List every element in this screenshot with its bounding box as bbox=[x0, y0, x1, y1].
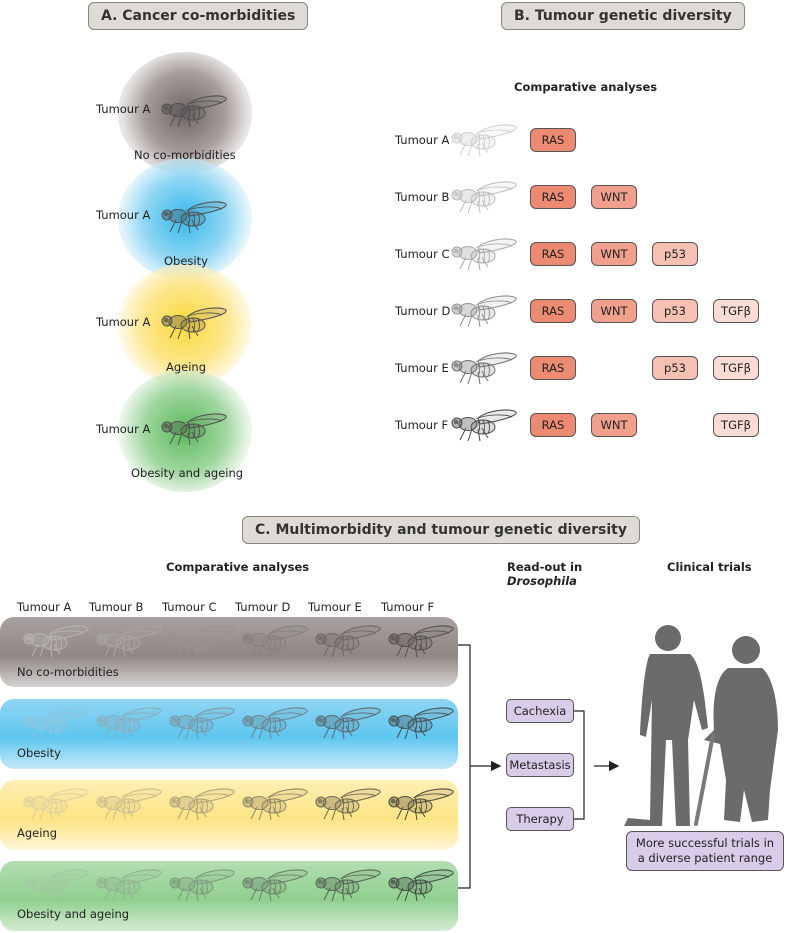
gene-tgfb-f: TGFβ bbox=[713, 413, 759, 437]
panel-b-tumour-e: Tumour E bbox=[395, 361, 449, 375]
band-label-no-comorbidities: No co-morbidities bbox=[17, 665, 119, 679]
panel-a-condition-label-4: Obesity and ageing bbox=[131, 466, 244, 480]
panel-a-tumour-label-2: Tumour A bbox=[96, 208, 151, 222]
header-tumour-e: Tumour E bbox=[308, 600, 362, 614]
readout-metastasis: Metastasis bbox=[506, 753, 574, 777]
gene-p53-d: p53 bbox=[652, 299, 698, 323]
readout-therapy: Therapy bbox=[506, 807, 574, 831]
readout-title-line1: Read-out in bbox=[507, 560, 583, 574]
fly-icon-b5 bbox=[451, 352, 517, 385]
panel-b-title: B. Tumour genetic diversity bbox=[501, 2, 745, 30]
panel-a-title: A. Cancer co-morbidities bbox=[88, 2, 309, 30]
panel-b-tumour-c: Tumour C bbox=[395, 247, 450, 261]
header-tumour-b: Tumour B bbox=[89, 600, 144, 614]
fly-icon-b2 bbox=[451, 181, 517, 214]
fly-icon-b6 bbox=[451, 409, 517, 442]
gene-ras-b: RAS bbox=[530, 185, 576, 209]
clinical-trials-box: More successful trials in a diverse pati… bbox=[626, 831, 784, 871]
fly-icon-b3 bbox=[451, 238, 517, 271]
gene-ras-e: RAS bbox=[530, 356, 576, 380]
fly-icon-a3 bbox=[161, 307, 227, 340]
panel-c-title: C. Multimorbidity and tumour genetic div… bbox=[242, 516, 640, 544]
fly-grid-row-4 bbox=[23, 869, 454, 902]
header-tumour-c: Tumour C bbox=[162, 600, 217, 614]
panel-b-tumour-a: Tumour A bbox=[395, 133, 450, 147]
panel-a-tumour-label-4: Tumour A bbox=[96, 422, 151, 436]
woman-patient-icon bbox=[694, 636, 778, 826]
header-tumour-a: Tumour A bbox=[17, 600, 72, 614]
gene-p53-e: p53 bbox=[652, 356, 698, 380]
panel-b-tumour-f: Tumour F bbox=[395, 418, 449, 432]
fly-icon-a1 bbox=[161, 95, 227, 128]
bands-bracket bbox=[458, 644, 471, 889]
readout-title-line2: Drosophila bbox=[507, 574, 577, 588]
gene-ras-c: RAS bbox=[530, 242, 576, 266]
fly-icon-a4 bbox=[161, 413, 227, 446]
panel-b-tumour-b: Tumour B bbox=[395, 190, 450, 204]
gene-tgfb-d: TGFβ bbox=[713, 299, 759, 323]
gene-p53-c: p53 bbox=[652, 242, 698, 266]
gene-ras-d: RAS bbox=[530, 299, 576, 323]
gene-wnt-c: WNT bbox=[591, 242, 637, 266]
readout-bracket bbox=[574, 710, 585, 820]
fly-grid-row-3 bbox=[23, 788, 454, 821]
panel-a-condition-label-1: No co-morbidities bbox=[134, 148, 236, 162]
fly-grid-row-2 bbox=[23, 707, 454, 740]
fly-grid-row-1 bbox=[23, 625, 454, 658]
man-patient-icon bbox=[624, 625, 708, 826]
gene-ras-a: RAS bbox=[530, 128, 576, 152]
header-tumour-d: Tumour D bbox=[235, 600, 291, 614]
fly-icon-a2 bbox=[161, 201, 227, 234]
panel-c-comparative-label: Comparative analyses bbox=[166, 560, 310, 574]
gene-ras-f: RAS bbox=[530, 413, 576, 437]
panel-a-condition-label-2: Obesity bbox=[164, 254, 208, 268]
gene-wnt-b: WNT bbox=[591, 185, 637, 209]
panel-a-condition-label-3: Ageing bbox=[166, 360, 207, 374]
band-label-ageing: Ageing bbox=[17, 826, 58, 840]
readout-cachexia: Cachexia bbox=[506, 699, 574, 723]
gene-wnt-d: WNT bbox=[591, 299, 637, 323]
header-tumour-f: Tumour F bbox=[381, 600, 435, 614]
band-label-obesity-ageing: Obesity and ageing bbox=[17, 907, 130, 921]
band-label-obesity: Obesity bbox=[17, 746, 61, 760]
fly-icon-b4 bbox=[451, 295, 517, 328]
clinical-trials-title: Clinical trials bbox=[667, 560, 752, 574]
gene-wnt-f: WNT bbox=[591, 413, 637, 437]
fly-icon-b1 bbox=[451, 124, 517, 157]
gene-tgfb-e: TGFβ bbox=[713, 356, 759, 380]
panel-b-tumour-d: Tumour D bbox=[395, 304, 451, 318]
panel-b-subtitle: Comparative analyses bbox=[514, 80, 658, 94]
panel-a-tumour-label-3: Tumour A bbox=[96, 315, 151, 329]
panel-a-tumour-label-1: Tumour A bbox=[96, 102, 151, 116]
